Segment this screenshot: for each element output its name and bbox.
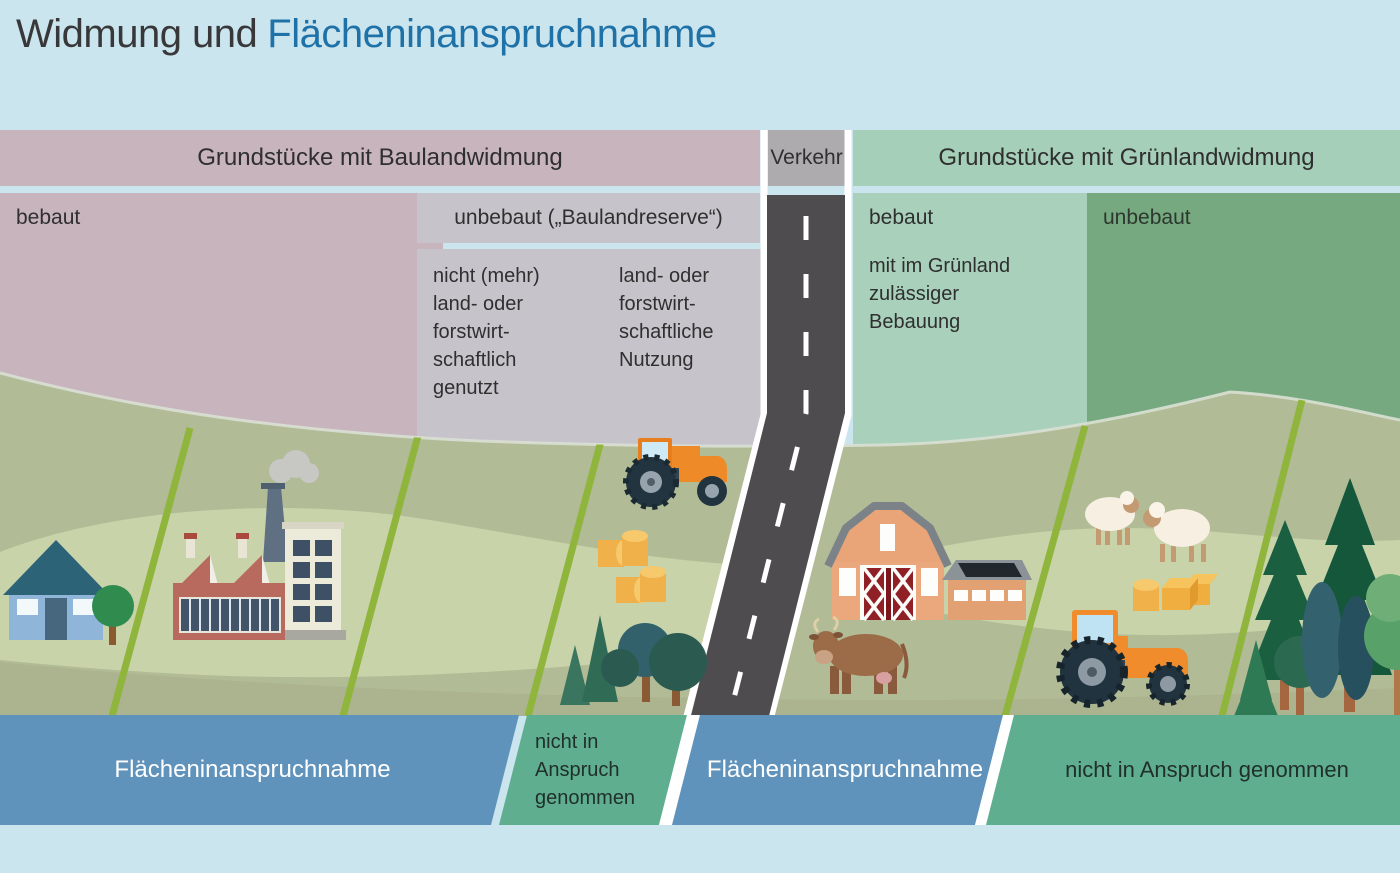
tree-icon: [92, 585, 134, 645]
title-part-black: Widmung und: [16, 12, 258, 56]
conifer-trees-icon: [560, 615, 707, 706]
cow-icon: [809, 615, 909, 694]
bar-label-left-green: nicht in Anspruch genommen: [535, 731, 636, 809]
solar-shed-icon: [942, 560, 1032, 620]
zone-bauland-bebaut-label: bebaut: [16, 206, 81, 229]
zone-bauland-unbebaut-right-text: land- oder forstwirt- schaftliche Nutzun…: [619, 265, 714, 371]
sheep-icon: [1085, 491, 1210, 562]
zone-gruenland-bebaut: bebaut mit im Grünland zulässiger Bebauu…: [853, 193, 1113, 479]
house-icon: [3, 540, 109, 640]
zone-gruenland-bebaut-detail: mit im Grünland zulässiger Bebauung: [869, 255, 1011, 333]
header-bauland-label: Grundstücke mit Baulandwidmung: [197, 144, 563, 171]
header-verkehr-label: Verkehr: [770, 146, 843, 169]
header-bauland: Grundstücke mit Baulandwidmung: [0, 130, 760, 186]
forest-icon: [1234, 478, 1400, 716]
hay-bales-right-icon: [1133, 574, 1218, 611]
zone-bauland-unbebaut-header: unbebaut („Baulandreserve“): [417, 193, 760, 243]
bar-label-left-blue: Flächeninanspruchnahme: [114, 756, 391, 783]
zone-bauland-unbebaut-right: land- oder forstwirt- schaftliche Nutzun…: [603, 249, 792, 475]
header-gruenland: Grundstücke mit Grünlandwidmung: [853, 130, 1400, 186]
zone-bauland-unbebaut-label: unbebaut („Baulandreserve“): [454, 206, 723, 229]
factory-icon: [173, 450, 346, 640]
bar-label-right-blue: Flächeninanspruchnahme: [706, 756, 984, 783]
zone-bauland-unbebaut-left: nicht (mehr) land- oder forstwirt- schaf…: [417, 249, 629, 475]
title-part-blue: Flächeninanspruchnahme: [267, 12, 717, 56]
bar-label-right-green: nicht in Anspruch genommen: [1065, 757, 1349, 782]
zone-gruenland-bebaut-label: bebaut: [869, 206, 934, 229]
barn-icon: [824, 502, 952, 622]
header-gruenland-label: Grundstücke mit Grünlandwidmung: [938, 144, 1315, 171]
tractor-right-icon: [1056, 610, 1190, 708]
header-verkehr: Verkehr: [768, 130, 845, 186]
zone-gruenland-unbebaut-label: unbebaut: [1103, 206, 1191, 229]
zone-gruenland-unbebaut: unbebaut: [1087, 193, 1400, 459]
zone-bauland-unbebaut-left-text: nicht (mehr) land- oder forstwirt- schaf…: [433, 265, 540, 399]
hay-bales-icon: [598, 530, 666, 603]
zone-bauland-bebaut: bebaut: [0, 193, 443, 476]
